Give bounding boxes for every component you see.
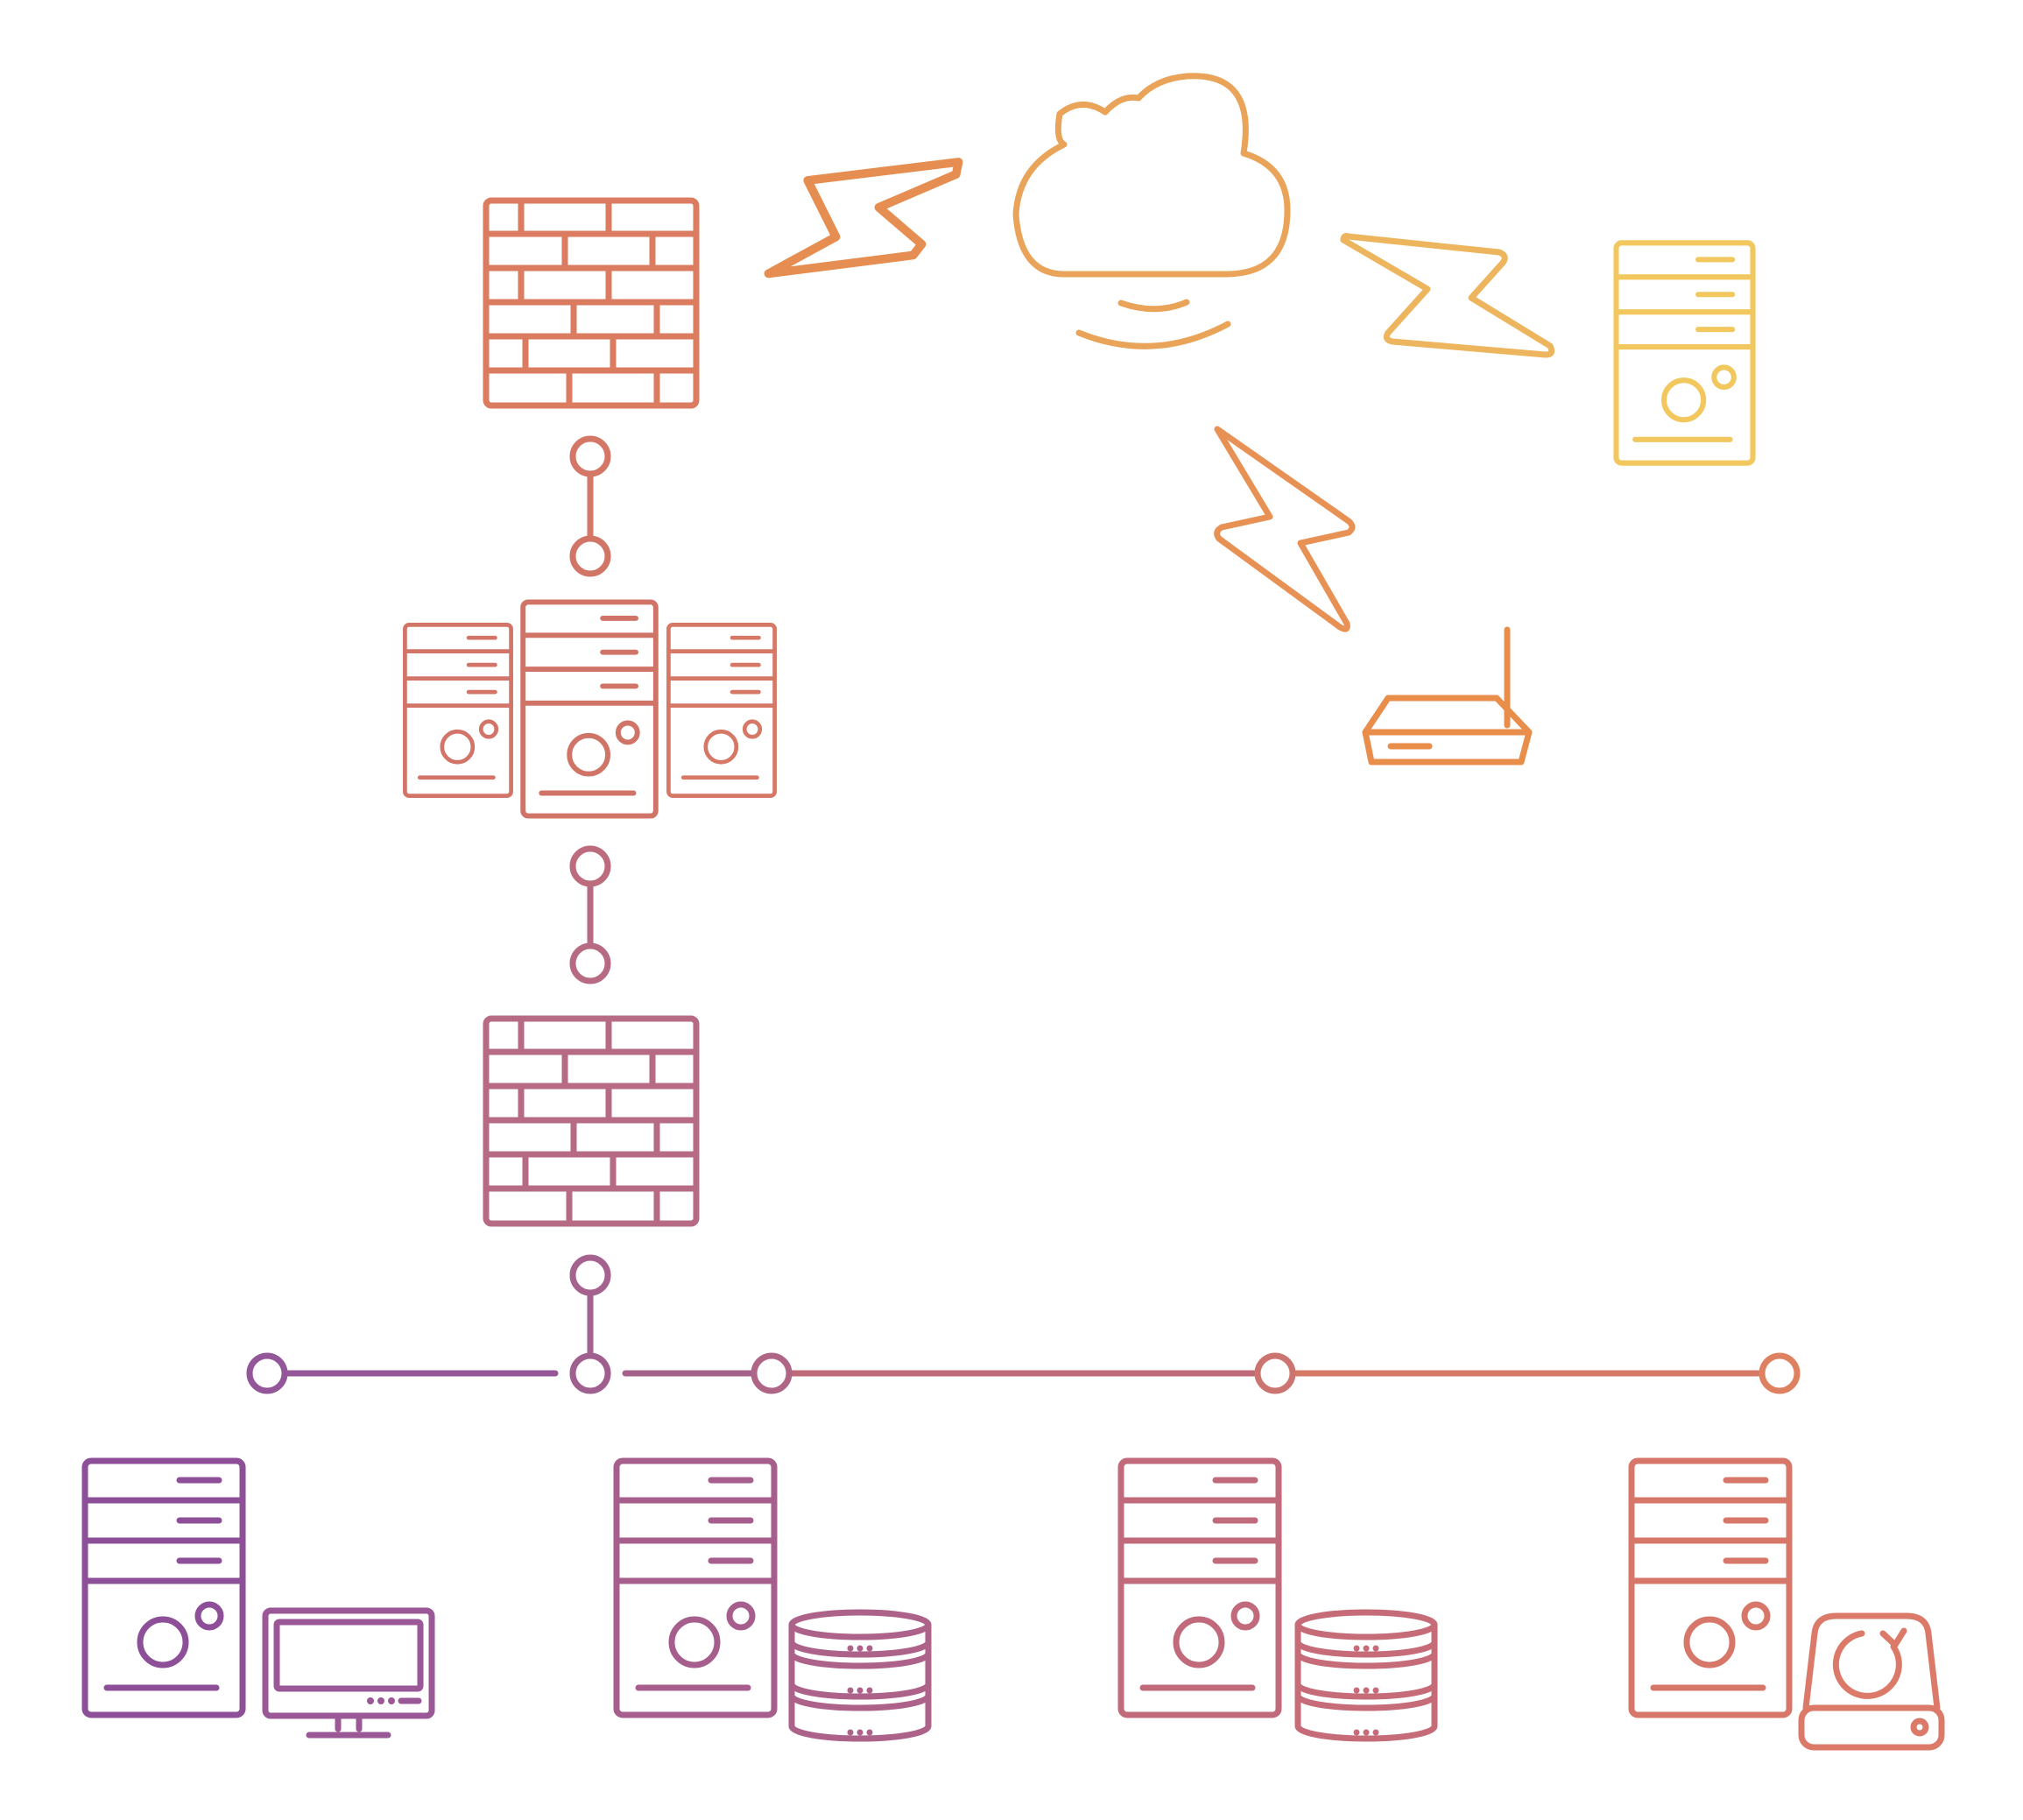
server-tower-icon bbox=[617, 1461, 774, 1715]
database-server-icon bbox=[1121, 1461, 1434, 1739]
remote-server-icon bbox=[1617, 243, 1753, 462]
firewall-bottom-icon bbox=[486, 1019, 696, 1224]
server-cluster-icon bbox=[405, 602, 774, 815]
router-icon bbox=[1362, 626, 1533, 765]
wireless-link-icon bbox=[1340, 233, 1555, 358]
firewall-top-icon bbox=[486, 201, 696, 406]
cloud-icon bbox=[1012, 73, 1291, 349]
wireless-link-icon bbox=[1214, 426, 1356, 632]
node-circle bbox=[1759, 1352, 1801, 1394]
server-tower-icon bbox=[1632, 1461, 1789, 1715]
node-circle bbox=[246, 1352, 288, 1394]
backup-server-icon bbox=[1632, 1461, 1942, 1747]
server-tower-icon bbox=[85, 1461, 243, 1715]
database-icon bbox=[792, 1612, 928, 1739]
node-circle bbox=[569, 1352, 611, 1394]
node-circle bbox=[569, 845, 611, 887]
database-icon bbox=[1298, 1612, 1434, 1739]
node-circle bbox=[751, 1352, 793, 1394]
backup-drive-icon bbox=[1801, 1616, 1942, 1747]
server-tower-icon bbox=[1121, 1461, 1279, 1715]
database-server-icon bbox=[617, 1461, 928, 1739]
server-tower-icon bbox=[523, 602, 656, 815]
connector-nodes bbox=[246, 435, 1801, 1394]
monitor-icon bbox=[265, 1611, 432, 1735]
server-tower-icon bbox=[405, 624, 511, 795]
wired-links bbox=[283, 472, 1764, 1377]
node-circle bbox=[569, 1254, 611, 1296]
node-circle bbox=[569, 535, 611, 577]
workstation-icon bbox=[85, 1461, 432, 1735]
node-circle bbox=[569, 942, 611, 984]
server-tower-icon bbox=[668, 624, 774, 795]
wireless-link-icon bbox=[769, 162, 959, 273]
node-circle bbox=[1254, 1352, 1296, 1394]
node-circle bbox=[569, 435, 611, 477]
